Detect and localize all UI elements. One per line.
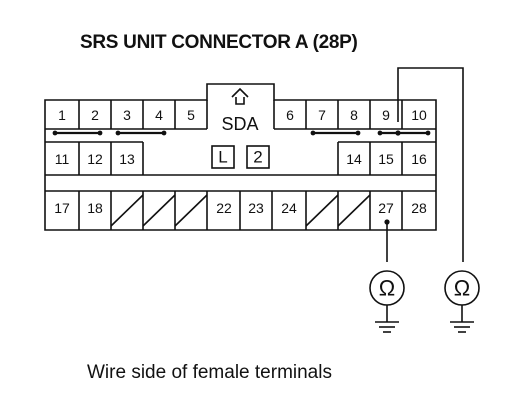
empty-cavity-26 [337,194,371,227]
ground-symbol-right [450,321,474,333]
lock-label-2: 2 [253,148,262,167]
pin-label: 10 [411,107,427,123]
empty-cavity-25 [305,194,339,227]
pin-label: 16 [411,151,427,167]
lock-label-l: L [218,148,227,167]
probe-wire-pin9 [397,67,464,262]
probe-point-pin27 [384,219,390,225]
pin-label: 2 [91,107,99,123]
pin-label: 11 [55,151,70,167]
empty-cavity-21 [174,194,208,227]
pin-label: 15 [378,151,394,167]
pin-label: 28 [411,200,427,216]
pin-label: 17 [54,200,70,216]
pin-label: 5 [187,107,195,123]
pin-label: 12 [87,151,103,167]
pin-label: 6 [286,107,294,123]
lock-box-2 [246,145,270,169]
pin-label: 9 [382,107,390,123]
pin-label: 27 [378,200,394,216]
pin-label: 14 [346,151,362,167]
empty-cavity-19 [110,194,144,227]
pin-label: 3 [123,107,131,123]
pin-label: 13 [119,151,135,167]
arrow-up-icon [231,87,249,105]
probe-point-pin9 [395,130,401,136]
pin-label: 23 [248,200,264,216]
ground-symbol-left [375,321,399,333]
connector-label: SDA [221,114,258,134]
diagram-caption: Wire side of female terminals [87,362,332,383]
pin-label: 8 [350,107,358,123]
pin-label: 22 [216,200,232,216]
empty-cavity-20 [142,194,176,227]
ohm-icon-left: Ω [379,276,395,301]
pin-label: 24 [281,200,297,216]
pin-label: 7 [318,107,326,123]
lock-box-l [211,145,235,169]
ohm-icon-right: Ω [454,276,470,301]
diagram-title: SRS UNIT CONNECTOR A (28P) [80,32,358,53]
pin-label: 1 [58,107,66,123]
pin-label: 4 [155,107,163,123]
pin-label: 18 [87,200,103,216]
